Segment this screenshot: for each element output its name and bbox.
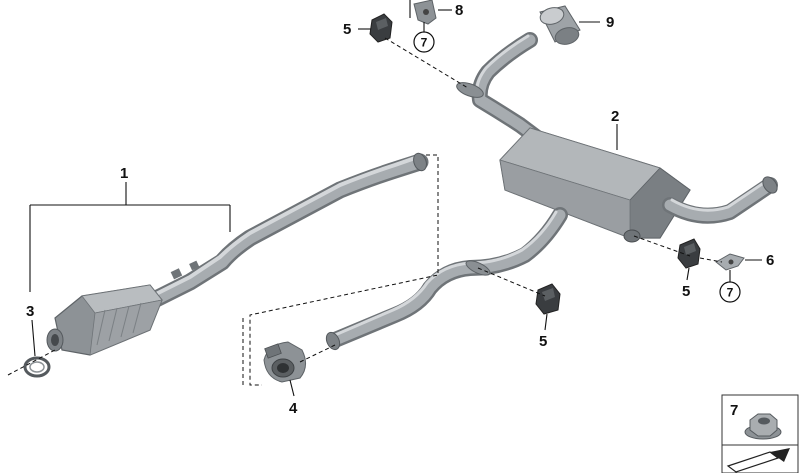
rubber-mount-icon[interactable] [535,283,561,315]
callout-9: 9 [606,14,614,31]
legend-box: 7 [721,394,799,473]
rubber-mount-icon[interactable] [677,238,701,269]
hanger-bracket-icon[interactable] [413,0,437,25]
legend-box-label: 7 [730,402,738,419]
arrow-icon [726,448,790,473]
circled-ref-7-top: 7 [413,31,435,53]
rubber-mount-icon[interactable] [369,13,393,43]
circled-ref-7-top-label: 7 [421,36,428,50]
pipe-clip-icon[interactable] [23,356,51,378]
callout-4: 4 [289,400,298,417]
callout-2: 2 [611,108,619,125]
callout-8: 8 [455,2,463,19]
clamp-icon[interactable] [263,341,306,383]
circled-ref-7-right: 7 [719,281,741,303]
bracket-clip-icon[interactable] [715,253,745,271]
front-pipe-catalyst[interactable] [46,151,429,356]
leader-lines [29,0,762,397]
hex-flange-nut-icon [744,413,782,440]
callout-1: 1 [120,165,128,182]
callout-5-middle: 5 [539,333,547,350]
callout-3: 3 [26,303,34,320]
circled-ref-7-right-label: 7 [727,286,734,300]
callout-5-top: 5 [343,21,351,38]
tailpipe-trim-icon[interactable] [538,5,581,47]
callout-5-right: 5 [682,283,690,300]
callout-6: 6 [766,252,774,269]
rear-silencer-assembly[interactable] [324,32,780,352]
dashed-grouping-lines [7,37,723,386]
